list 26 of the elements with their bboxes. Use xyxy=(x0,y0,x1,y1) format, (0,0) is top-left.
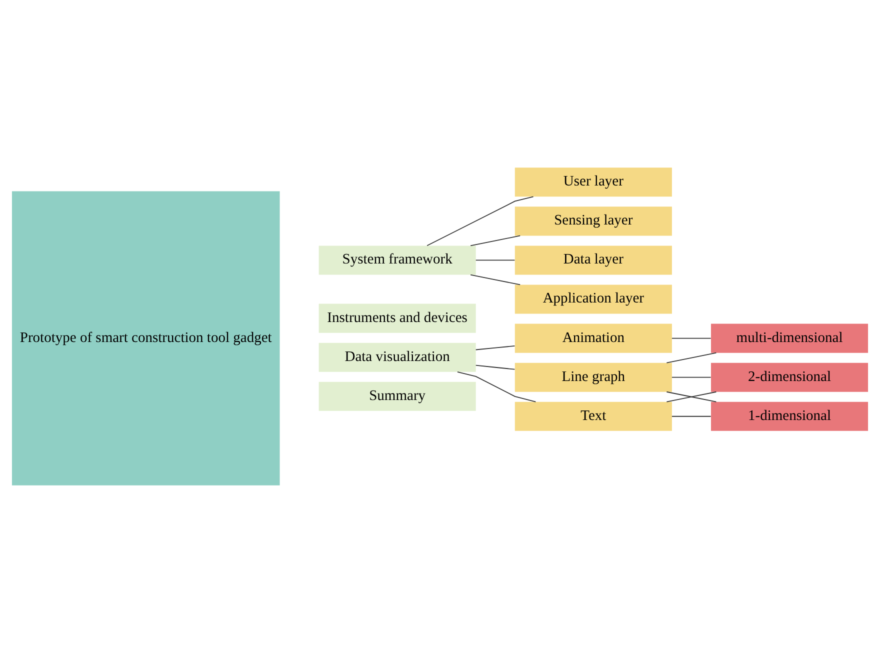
connector xyxy=(426,196,534,246)
connector xyxy=(666,352,717,363)
connector xyxy=(475,344,516,350)
node-box: User layer xyxy=(514,167,672,196)
node-box: Application layer xyxy=(514,284,672,314)
node-box: Data layer xyxy=(514,245,672,274)
connector xyxy=(672,415,712,416)
node-box: Text xyxy=(514,401,672,430)
node-box: Animation xyxy=(514,323,672,352)
connector xyxy=(475,259,516,260)
node-box: Prototype of smart construction tool gadget xyxy=(12,190,280,485)
connector xyxy=(470,274,521,285)
connector xyxy=(475,364,516,370)
node-box: 1-dimensional xyxy=(710,401,868,430)
connector xyxy=(672,337,712,338)
node-box: multi-dimensional xyxy=(710,323,868,352)
node-box: Summary xyxy=(318,381,476,410)
node-box: Data visualization xyxy=(318,342,476,372)
node-box: Sensing layer xyxy=(514,206,672,236)
node-box: Line graph xyxy=(514,362,672,392)
node-box: Instruments and devices xyxy=(318,303,476,332)
connector xyxy=(666,390,717,402)
connector xyxy=(672,376,712,378)
connector xyxy=(470,234,521,246)
node-box: System framework xyxy=(318,245,476,274)
node-box: 2-dimensional xyxy=(710,362,868,392)
